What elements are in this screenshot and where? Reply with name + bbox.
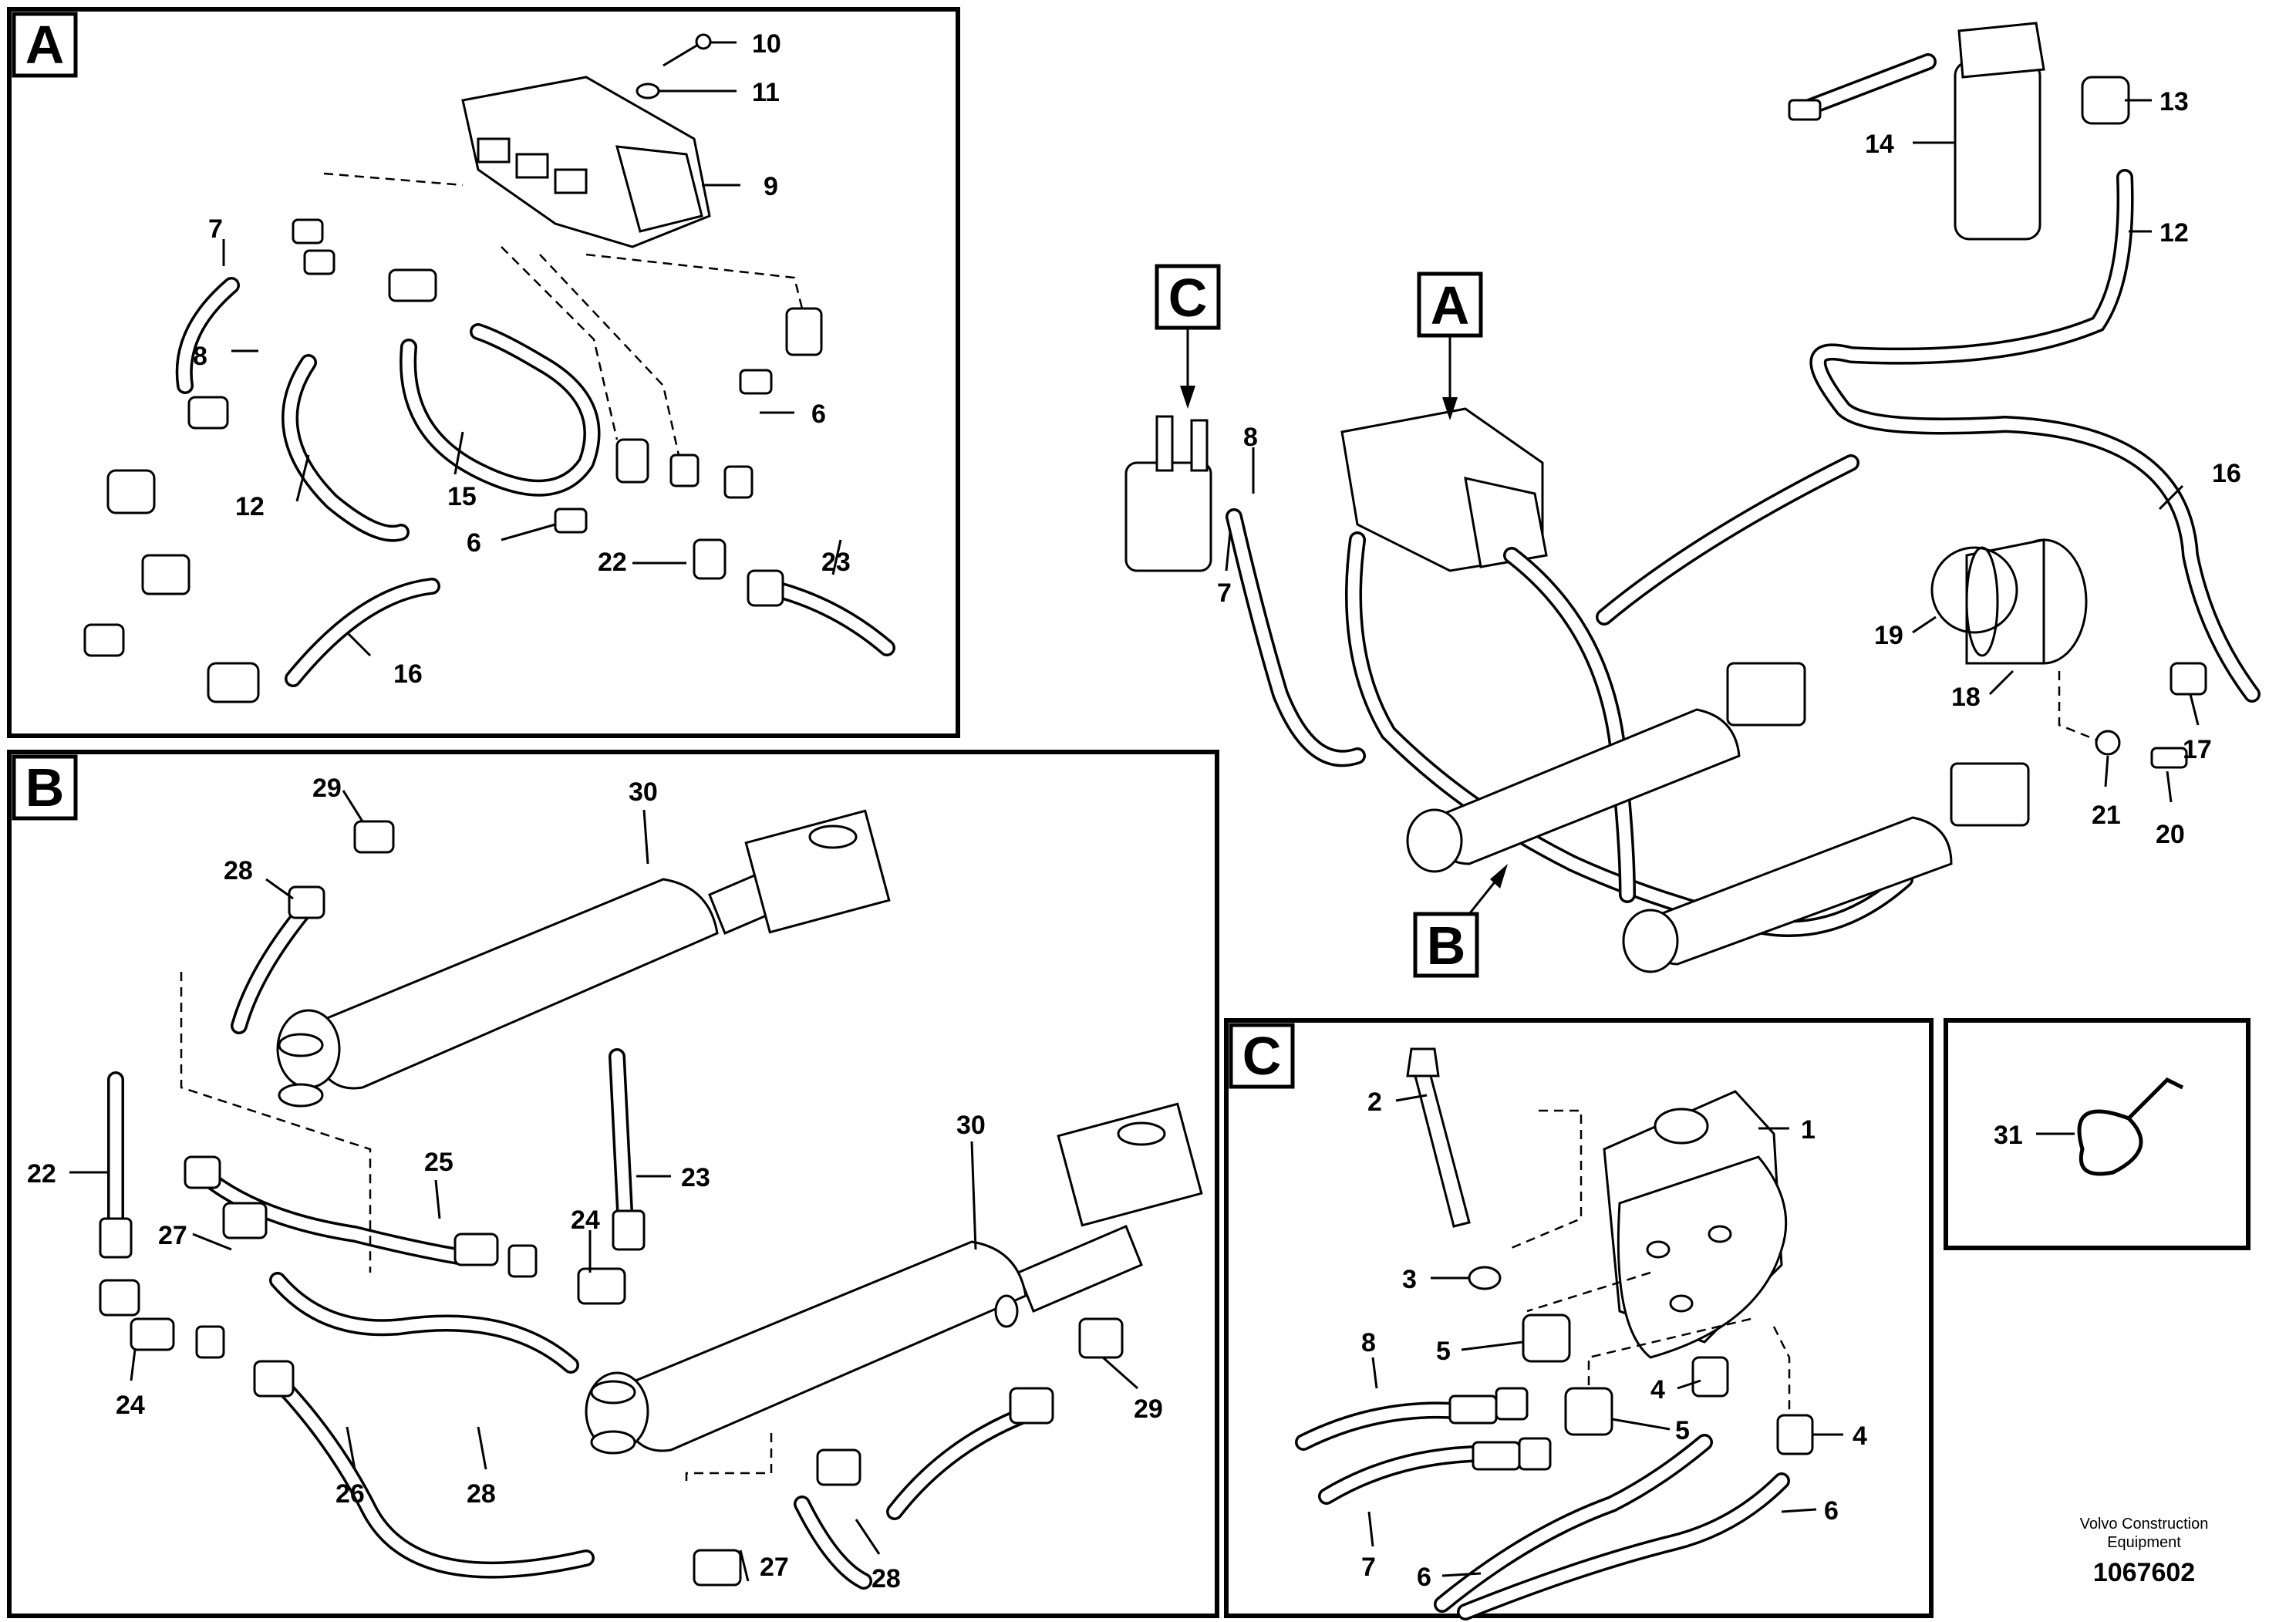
callout-b-30-upper: 30 — [629, 777, 658, 807]
callout-b-28-middle: 28 — [467, 1479, 496, 1509]
callout-8-overview: 8 — [1243, 423, 1258, 452]
callout-a-16: 16 — [393, 659, 423, 689]
overview-tag-a: A — [1431, 275, 1470, 336]
callout-c-5-lower: 5 — [1675, 1416, 1690, 1445]
callout-14: 14 — [1865, 130, 1894, 159]
panel-b-tag: B — [25, 757, 65, 818]
callout-13: 13 — [2159, 87, 2189, 116]
callout-16-overview: 16 — [2212, 459, 2241, 488]
callout-31: 31 — [1994, 1121, 2023, 1150]
callout-20: 20 — [2156, 820, 2185, 849]
cylinder-30-lower — [585, 1102, 1203, 1455]
publisher-line-2: Equipment — [2107, 1534, 2181, 1551]
callout-a-12: 12 — [235, 492, 265, 521]
callout-12-overview: 12 — [2159, 218, 2189, 248]
callout-b-23: 23 — [681, 1163, 710, 1192]
callout-b-26: 26 — [335, 1479, 365, 1509]
callout-a-7: 7 — [208, 214, 223, 244]
callout-b-25: 25 — [424, 1148, 453, 1177]
callout-a-23: 23 — [821, 548, 851, 577]
callout-21: 21 — [2092, 801, 2121, 830]
callout-b-22: 22 — [27, 1159, 56, 1189]
steering-valve-9 — [461, 76, 711, 248]
overview-tag-b: B — [1427, 916, 1466, 976]
callout-a-8: 8 — [193, 342, 207, 371]
panel-a-frame — [7, 7, 960, 738]
publisher-line-1: Volvo Construction — [2080, 1516, 2209, 1533]
panel-clamp-frame — [1944, 1018, 2250, 1250]
overview-tag-c: C — [1168, 268, 1208, 328]
panel-b-frame — [7, 750, 1219, 1618]
callout-c-1: 1 — [1801, 1115, 1816, 1145]
panel-c-tag: C — [1242, 1026, 1282, 1086]
cylinder-30-upper — [276, 809, 891, 1108]
callout-b-28-lower: 28 — [872, 1564, 901, 1593]
callout-a-10: 10 — [752, 29, 781, 59]
panel-b-tag-box — [12, 754, 78, 821]
callout-b-27-upper: 27 — [158, 1221, 187, 1250]
callout-a-15: 15 — [447, 482, 477, 511]
panel-c: C — [1224, 1018, 1934, 1620]
panel-b: B — [7, 750, 1219, 1618]
footer: Volvo Construction Equipment 1067602 — [2080, 1516, 2209, 1587]
callout-c-8: 8 — [1361, 1328, 1376, 1357]
callout-c-4-right: 4 — [1853, 1421, 1867, 1451]
callout-a-11: 11 — [752, 78, 780, 107]
callout-b-24-upper: 24 — [571, 1206, 600, 1235]
callout-c-4-left: 4 — [1650, 1375, 1665, 1404]
panel-c-frame — [1224, 1018, 1934, 1618]
callout-b-29-upper: 29 — [312, 774, 342, 803]
figure-number: 1067602 — [2093, 1558, 2195, 1587]
callout-b-29-lower: 29 — [1134, 1394, 1163, 1424]
filter-14 — [1954, 60, 2041, 241]
callout-c-3: 3 — [1402, 1265, 1417, 1294]
callout-c-5-upper: 5 — [1436, 1337, 1451, 1366]
panel-clamp: 31 — [1944, 1018, 2250, 1250]
callout-7-overview: 7 — [1217, 578, 1232, 608]
callout-a-6-lower: 6 — [467, 528, 481, 558]
panel-c-tag-box — [1229, 1023, 1295, 1089]
callout-a-9: 9 — [764, 172, 778, 201]
callout-c-6-left: 6 — [1417, 1563, 1431, 1592]
callout-17: 17 — [2183, 735, 2212, 764]
callout-b-24-lower: 24 — [116, 1391, 145, 1420]
panel-a-tag: A — [25, 15, 65, 75]
callout-b-28-upper: 28 — [224, 856, 253, 885]
callout-a-22: 22 — [598, 548, 627, 577]
overview-assembly: C A B 14 13 12 8 16 7 19 18 17 21 20 — [1124, 22, 2261, 978]
panel-a: A — [7, 7, 960, 738]
panel-a-tag-box — [12, 12, 78, 78]
callout-19: 19 — [1874, 621, 1903, 650]
callout-b-30-lower: 30 — [956, 1111, 986, 1140]
callout-a-6-upper: 6 — [811, 400, 826, 429]
callout-c-6-right: 6 — [1824, 1496, 1839, 1526]
cable-tie-31 — [2077, 1109, 2143, 1176]
callout-c-7: 7 — [1361, 1553, 1376, 1582]
callout-b-27-lower: 27 — [760, 1553, 789, 1582]
callout-18: 18 — [1951, 683, 1981, 712]
callout-c-2: 2 — [1367, 1088, 1382, 1117]
